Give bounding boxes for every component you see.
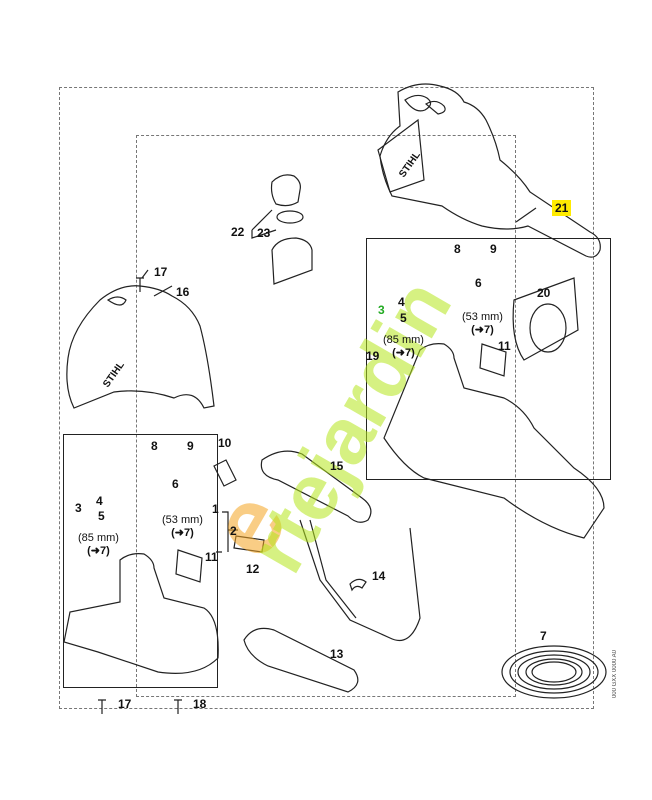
part-label-3-top[interactable]: 3 (378, 303, 385, 317)
part-label-1[interactable]: 1 (212, 502, 219, 516)
part-label-11-bottom[interactable]: 11 (205, 550, 218, 564)
part-label-8-bottom[interactable]: 8 (151, 439, 158, 453)
hose-length-53mm-bottom: (53 mm) (➜7) (162, 514, 203, 539)
part-label-20[interactable]: 20 (537, 286, 551, 300)
part-label-21[interactable]: 21 (552, 200, 572, 216)
part-label-17-top[interactable]: 17 (154, 265, 168, 279)
part-label-22[interactable]: 22 (231, 225, 245, 239)
part-label-6-top[interactable]: 6 (475, 276, 482, 290)
part-label-11-top[interactable]: 11 (498, 339, 511, 353)
part-label-3-bottom[interactable]: 3 (75, 501, 82, 515)
part-label-17-bottom[interactable]: 17 (118, 697, 132, 711)
part-label-9-bottom[interactable]: 9 (187, 439, 194, 453)
hose-length-53mm-top: (53 mm) (➜7) (462, 311, 503, 336)
part-label-23[interactable]: 23 (257, 226, 271, 240)
drawing-code: 000 GXX 0000 A0 (612, 650, 618, 699)
fuel-tank-group-box-right (366, 238, 611, 480)
part-label-14[interactable]: 14 (372, 569, 386, 583)
part-label-10[interactable]: 10 (218, 436, 232, 450)
part-label-19[interactable]: 19 (366, 349, 380, 363)
part-label-18[interactable]: 18 (193, 697, 207, 711)
part-label-8-top[interactable]: 8 (454, 242, 461, 256)
part-label-15[interactable]: 15 (330, 459, 344, 473)
hose-length-85mm-top: (85 mm) (➜7) (383, 334, 424, 359)
part-label-12[interactable]: 12 (246, 562, 260, 576)
part-label-9-top[interactable]: 9 (490, 242, 497, 256)
part-label-4-bottom[interactable]: 4 (96, 494, 103, 508)
part-label-7[interactable]: 7 (540, 629, 547, 643)
hose-length-85mm-bottom: (85 mm) (➜7) (78, 532, 119, 557)
fuel-tank-group-box-left (63, 434, 218, 688)
outer-dashed-frame (59, 87, 594, 709)
part-label-4-top[interactable]: 4 (398, 295, 405, 309)
part-label-16[interactable]: 16 (176, 285, 190, 299)
part-label-6-bottom[interactable]: 6 (172, 477, 179, 491)
part-label-5-bottom[interactable]: 5 (98, 509, 105, 523)
part-label-5-top[interactable]: 5 (400, 311, 407, 325)
part-label-2[interactable]: 2 (230, 524, 237, 538)
part-label-13[interactable]: 13 (330, 647, 344, 661)
inner-dashed-frame (136, 135, 516, 697)
